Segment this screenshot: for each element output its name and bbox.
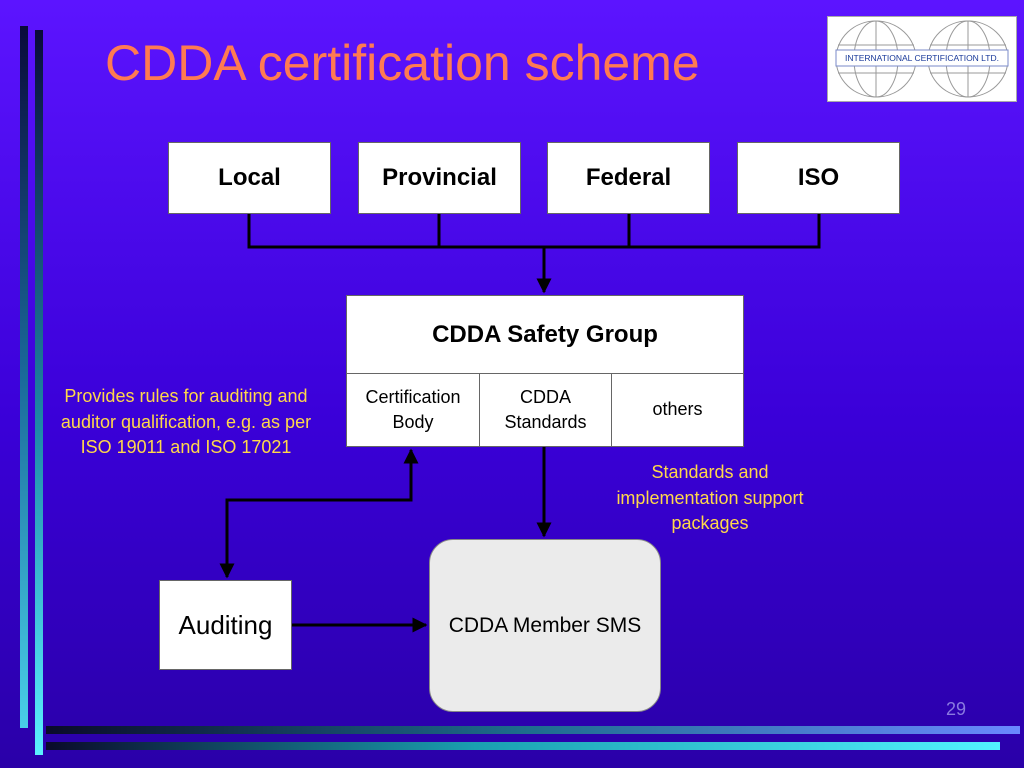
safety-group-title: CDDA Safety Group [347,296,743,374]
box-provincial: Provincial [358,142,521,214]
box-member-sms: CDDA Member SMS [429,539,661,712]
globe-icon [835,20,1009,98]
box-iso: ISO [737,142,900,214]
left-accent-bar-2 [35,30,43,755]
box-local: Local [168,142,331,214]
bottom-accent-bar [46,726,1020,734]
left-accent-bar [20,26,28,728]
box-federal: Federal [547,142,710,214]
company-logo: INTERNATIONAL CERTIFICATION LTD. [827,16,1017,102]
bottom-accent-bar-2 [46,742,1000,750]
arrow-certification-auditing [219,448,419,579]
cell-certification-body: Certification Body [347,374,480,446]
slide-number: 29 [946,699,967,719]
note-standards-support: Standards and implementation support pac… [616,462,804,534]
slide-title: CDDA certification scheme [105,35,700,91]
safety-group-box: CDDA Safety Group Certification Body CDD… [346,295,744,447]
logo-text: INTERNATIONAL CERTIFICATION LTD. [845,53,999,63]
cell-others: others [652,399,703,420]
note-auditing-rules: Provides rules for auditing and auditor … [60,386,312,458]
box-auditing: Auditing [159,580,292,670]
cell-cdda-standards: CDDA Standards [480,374,612,446]
top-bracket-line [247,214,821,249]
